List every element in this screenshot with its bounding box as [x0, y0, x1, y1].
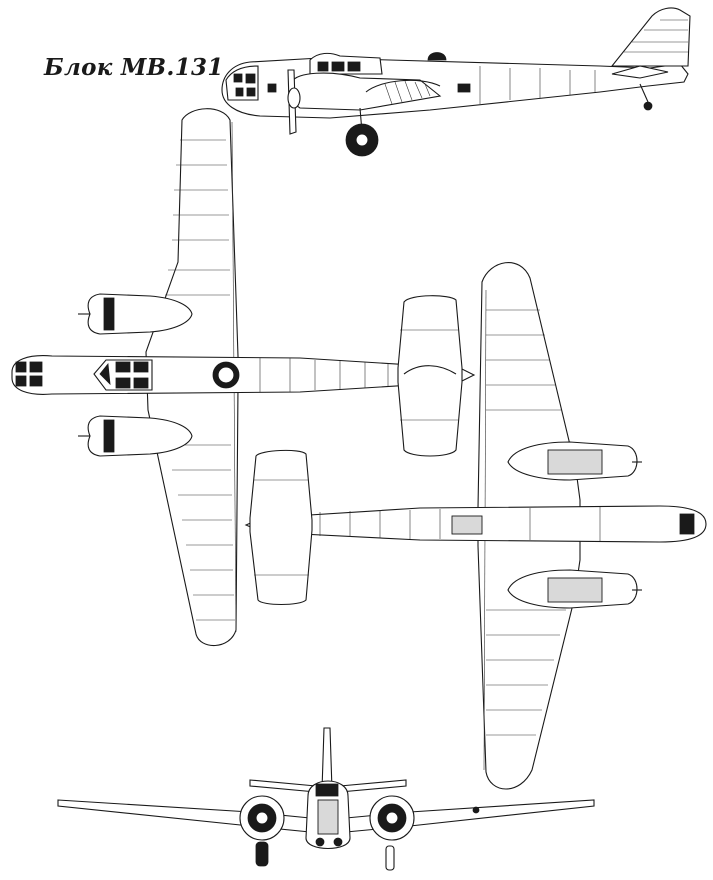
- drawing-title: Блок MB.131: [44, 54, 224, 81]
- bottom-tailplane: [249, 449, 313, 606]
- side-stabilizer: [611, 65, 669, 79]
- bottom-view: [244, 262, 707, 790]
- side-view: [221, 7, 691, 157]
- side-tail-fin: [610, 7, 691, 67]
- top-view: [11, 108, 476, 647]
- top-tailplane: [397, 295, 463, 457]
- front-view: [57, 727, 595, 871]
